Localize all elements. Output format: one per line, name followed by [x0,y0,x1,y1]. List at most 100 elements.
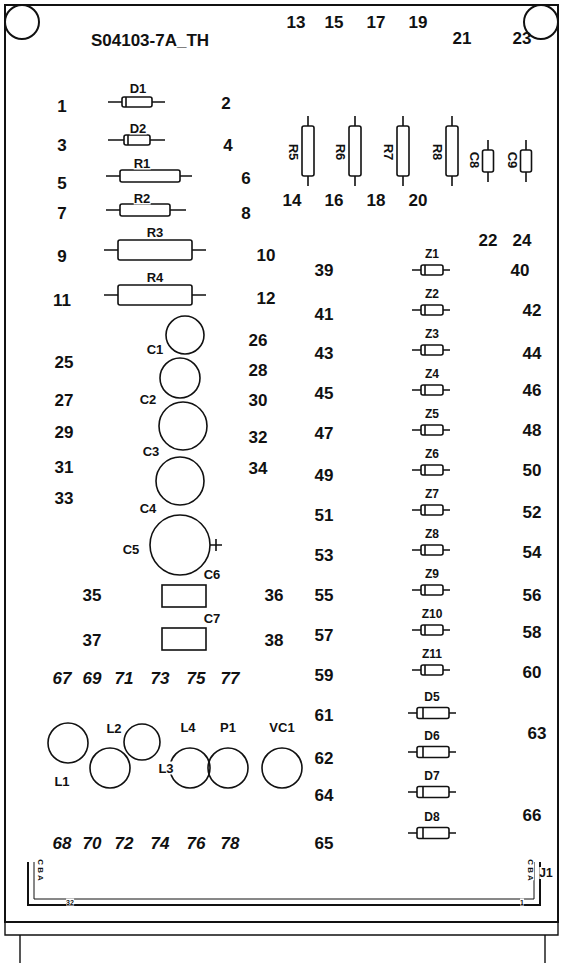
callout-number: 47 [315,425,334,442]
part-name: D2 [130,122,147,135]
callout-number: 11 [53,292,71,309]
component-body [421,425,443,435]
component-body [421,305,443,315]
callout-number: 20 [409,192,428,209]
part-name: C6 [204,568,221,581]
component-body [118,285,192,305]
callout-number: 28 [249,362,268,379]
component-body [120,170,180,182]
part-name: Z1 [425,248,439,260]
component-body [118,240,192,260]
callout-number: 37 [83,632,102,649]
callout-number: 40 [511,262,530,279]
callout-number: 3 [57,137,66,154]
capacitor-body [162,585,206,607]
diode-band [424,505,426,515]
card-guide [5,922,558,963]
component-symbols [48,97,532,839]
callout-number: 22 [479,232,498,249]
round-component [124,724,160,760]
capacitor-body [162,628,206,650]
round-component [166,316,204,354]
part-name: Z4 [425,368,439,380]
component-body [120,204,170,216]
callout-number: 44 [523,345,542,362]
part-name: D6 [424,730,439,742]
part-name: Z9 [425,568,439,580]
component-body [421,385,443,395]
callout-number: 42 [523,302,542,319]
part-name: VC1 [269,721,294,734]
callout-number: 36 [265,587,284,604]
board-outline [5,5,558,922]
callout-number: 7 [57,205,66,222]
callout-number: 60 [523,664,542,681]
callout-number: 8 [241,205,250,222]
part-name: R5 [287,144,300,161]
callout-number: 62 [315,750,334,767]
callout-number: 66 [523,807,542,824]
callout-number: 10 [257,247,276,264]
part-name: D7 [424,770,439,782]
part-name: C9 [506,152,519,169]
callout-number: 65 [315,835,334,852]
part-name: Z10 [422,608,443,620]
callout-number: 67 [53,670,72,687]
callout-number: 52 [523,504,542,521]
part-name: D1 [130,82,147,95]
diode-band [424,385,426,395]
component-body [417,787,449,798]
callout-number: 19 [409,14,428,31]
callout-number: 43 [315,345,334,362]
callout-number: 12 [257,290,276,307]
diode-band [422,828,424,839]
connector-name: J1 [539,867,552,879]
polarity-mark [210,539,222,551]
callout-number: 32 [249,429,268,446]
pin-number: 32 [66,899,74,906]
diode-band [422,708,424,719]
component-body [483,150,494,172]
diode-band [424,305,426,315]
callout-number: 35 [83,587,102,604]
pin-row-name: C B A [526,859,534,880]
component-body [421,625,443,635]
callout-number: 61 [315,707,334,724]
part-name: R2 [134,192,151,205]
part-name: L3 [158,762,173,775]
callout-number: 26 [249,332,268,349]
callout-number: 77 [221,670,240,687]
round-component [208,748,248,788]
round-component [262,748,302,788]
part-name: R4 [147,271,164,284]
component-body [521,150,532,172]
callout-number: 23 [513,30,532,47]
component-body [417,708,449,719]
part-name: L4 [180,721,195,734]
callout-number: 74 [151,835,170,852]
component-body [421,665,443,675]
callout-number: 13 [287,14,306,31]
round-component [48,723,88,763]
part-name: C8 [468,152,481,169]
part-name: Z7 [425,488,439,500]
part-name: Z2 [425,288,439,300]
diode-band [127,135,129,145]
callout-number: 41 [315,306,334,323]
callout-number: 48 [523,422,542,439]
callout-number: 16 [325,192,344,209]
part-name: L2 [106,722,121,735]
callout-number: 25 [55,354,74,371]
pin-row-name: C B A [36,859,44,880]
round-component [170,748,210,788]
callout-number: 18 [367,192,386,209]
callout-number: 9 [57,248,66,265]
diode-band [424,545,426,555]
callout-number: 29 [55,424,74,441]
component-body [122,97,152,107]
diode-band [125,97,127,107]
round-component [156,457,204,505]
callout-number: 75 [187,670,206,687]
diode-band [422,787,424,798]
callout-number: 17 [367,14,386,31]
